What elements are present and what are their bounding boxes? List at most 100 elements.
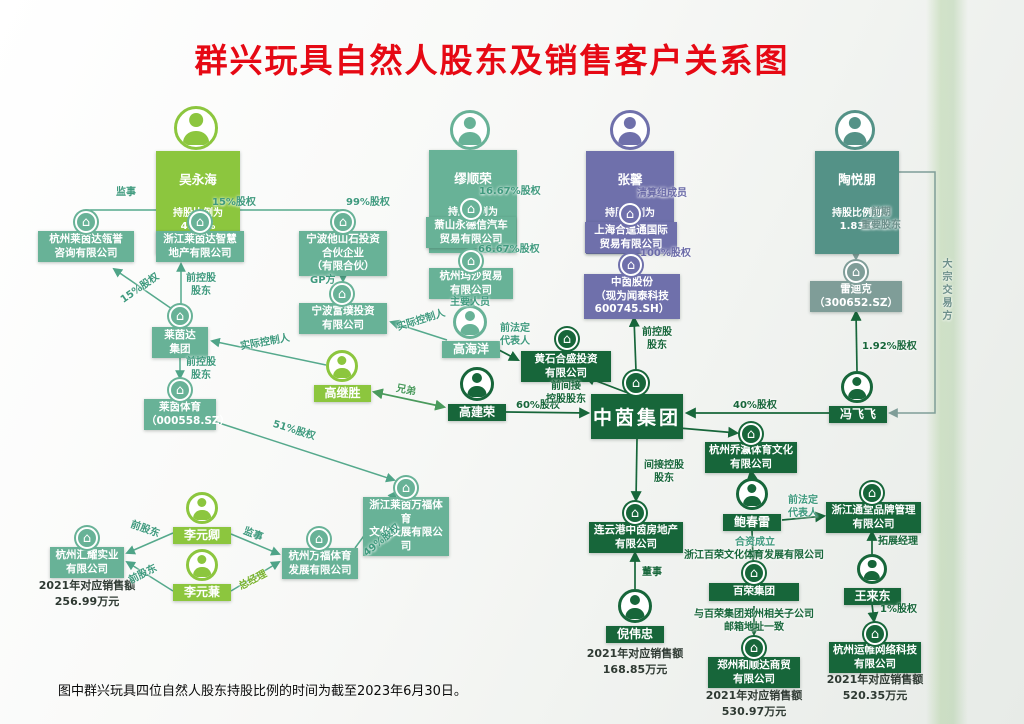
green-accent-strip [926,0,968,724]
edge-label-1pct: 1%股权 [880,604,917,615]
edge-brothers [371,388,447,411]
company-icon-laiyin-tiyu: ⌂ [169,379,191,401]
company-icon-zj-wanfu: ⌂ [395,477,417,499]
edge-label-jjkg: 间接控股 股东 [644,460,684,484]
edge-label-60pct: 60%股权 [516,400,560,411]
edge-label-tuozhan: 拓展经理 [878,536,918,547]
node-hz-lingyu: 杭州莱茵达瓴誉 咨询有限公司 [38,231,134,263]
node-gao-jianrong: 高建荣 [448,404,506,421]
person-icon-wang-laidong [857,554,887,584]
sales-note-huiyao: 2021年对应销售额 256.99万元 [38,579,136,608]
edge-label-15pct-top: 15%股权 [212,197,256,208]
sales-note-ni-weizhong: 2021年对应销售额 168.85万元 [586,647,684,676]
node-hz-yunwei: 杭州运帷网络科技 有限公司 [829,642,921,674]
edge-label-qkg-tiyu: 前控股 股东 [186,357,216,381]
node-hz-wanfu: 杭州万福体育 发展有限公司 [282,548,358,580]
node-zhongyin-jituan: 中茵集团 [591,394,683,439]
page-title: 群兴玩具自然人股东及销售客户关系图 [194,41,790,80]
node-gao-haiyang: 高海洋 [442,341,500,358]
company-icon-zhongyin-jituan: ⌂ [624,371,648,395]
company-icon-masha: ⌂ [460,250,482,272]
edge-label-qkg-gufen: 前控股 股东 [642,327,672,351]
edge-label-qkg-zhihui: 前控股 股东 [186,273,216,297]
person-icon-zhang-xin [610,110,650,150]
node-nb-tashanshi: 宁波他山石投资 合伙企业 （有限合伙） [299,231,387,276]
node-hz-masha: 杭州玛沙贸易 有限公司 [429,268,513,300]
node-laiyinda-jituan: 莱茵达 集团 [152,327,208,359]
edge-label-youxiang: 与百荣集团郑州相关子公司 邮箱地址一致 [694,609,814,633]
edge-label-qfd-tongtang: 前法定 代表人 [788,495,818,519]
node-leidike: 雷迪克 （300652.SZ） [810,281,902,313]
person-icon-ni-weizhong [618,589,652,623]
node-lyg-fangdichan: 连云港中茵房地产 有限公司 [589,522,683,554]
edge-label-qingsuan: 清算组成员 [637,188,687,199]
person-icon-gao-jisheng [326,350,358,382]
person-icon-miao-shunrong [450,110,490,150]
node-nb-fupu: 宁波富璞投资 有限公司 [299,303,387,335]
edge-label-6667pct: 66.67%股权 [478,244,540,255]
company-icon-zhongyin-gufen: ⌂ [620,254,642,276]
footnote: 图中群兴玩具四位自然人股东持股比例的时间为截至2023年6月30日。 [58,684,467,699]
edge-label-40pct: 40%股权 [733,400,777,411]
node-hz-qiaoying: 杭州乔瀛体育文化 有限公司 [705,442,797,474]
person-icon-li-yuanjian [186,549,218,581]
sales-note-yunwei: 2021年对应销售额 520.35万元 [826,673,924,702]
person-icon-li-yuanqing [186,492,218,524]
node-gao-jisheng: 高继胜 [314,385,371,402]
company-icon-hz-wanfu: ⌂ [308,528,330,550]
person-icon-tao-yuepeng [835,110,875,150]
node-zhongyin-gufen: 中茵股份 （现为闻泰科技 600745.SH） [584,274,680,319]
node-hz-huiyao: 杭州汇耀实业 有限公司 [50,547,124,579]
node-laiyin-tiyu: 莱茵体育 （000558.SZ） [144,399,230,431]
edge-label-qianqi: 前期 重要股东 [861,207,901,231]
company-icon-zhihui: ⌂ [189,211,211,233]
person-icon-bao-chunlei [736,478,768,510]
node-tao-yuepeng: 陶悦朋 持股比例为1.83% [815,151,899,255]
edge-label-qfd-hesheng: 前法定 代表人 [500,323,530,347]
company-icon-heshunda: ⌂ [743,637,765,659]
person-name: 吴永海 [179,172,217,187]
company-icon-leidike: ⌂ [845,261,867,283]
node-zz-heshunda: 郑州和顺达商贸 有限公司 [708,657,800,689]
company-icon-tongtang: ⌂ [861,482,883,504]
node-bairong: 百荣集团 [709,583,799,601]
person-name: 陶悦朋 [838,172,876,187]
edge-label-dazong: 大宗交易方 [940,258,951,323]
company-icon-laiyinda-jituan: ⌂ [169,305,191,327]
company-icon-yongdexin: ⌂ [460,198,482,220]
company-icon-huiyao: ⌂ [76,527,98,549]
person-icon-gao-haiyang [453,305,487,339]
node-sh-hehuangtong: 上海合遑通国际 贸易有限公司 [585,222,677,254]
person-icon-feng-feifei [841,371,873,403]
person-icon-wu-yonghai [174,106,218,150]
company-icon-qiaoying: ⌂ [740,423,762,445]
node-zj-tongtang: 浙江通堂品牌管理 有限公司 [826,502,921,534]
edge-label-1667pct: 16.67%股权 [479,186,541,197]
node-wang-laidong: 王来东 [844,588,901,605]
company-icon-yunwei: ⌂ [864,623,886,645]
edge-label-hezi: 合资成立 [735,537,775,548]
edge-label-99pct: 99%股权 [346,197,390,208]
edge-label-192pct: 1.92%股权 [862,341,917,352]
person-icon-gao-jianrong [460,367,494,401]
edge-label-gp: GP方 [310,275,336,286]
company-icon-hehuangtong: ⌂ [619,203,641,225]
company-icon-hesheng: ⌂ [556,328,578,350]
node-feng-feifei: 冯飞飞 [829,406,887,423]
shareholding-ratio: 持股比例为1.83% [832,208,882,233]
company-icon-tashanshi: ⌂ [332,211,354,233]
person-name: 缪顺荣 [454,171,492,186]
node-li-yuanqing: 李元卿 [173,527,231,544]
node-ni-weizhong: 倪伟忠 [606,626,664,643]
node-zj-zhihui: 浙江莱茵达智慧 地产有限公司 [156,231,244,263]
edge-label-jianshi-wu: 监事 [116,187,136,198]
node-zj-wanfu: 浙江莱茵万福体育 文化发展有限公司 [363,497,449,556]
company-icon-lianyungang: ⌂ [624,502,646,524]
edge-label-bairong-co: 浙江百荣文化体育发展有限公司 [684,550,824,561]
edge-label-dongshi: 董事 [642,567,662,578]
company-icon-bairong: ⌂ [743,562,765,584]
company-icon-fupu: ⌂ [331,283,353,305]
company-icon-lingyu: ⌂ [75,211,97,233]
